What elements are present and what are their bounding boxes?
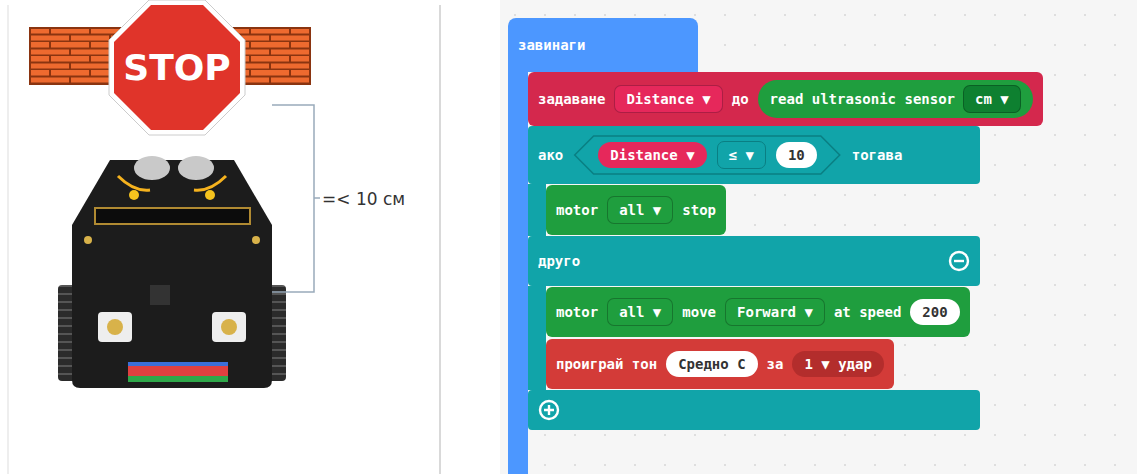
plus-icon [538, 399, 560, 421]
if-row: ако Distance ▼ ≤ ▼ 10 тогава [528, 126, 980, 184]
operator-dropdown: ≤ ▼ [717, 141, 766, 169]
if-row: друго [528, 236, 980, 286]
number-input: 200 [910, 299, 959, 325]
forever-arm [508, 72, 528, 474]
block-text: до [732, 91, 749, 107]
block-text: 10 [788, 147, 805, 163]
block-text: Средно C [678, 356, 745, 372]
variable-dropdown: Distance ▼ [614, 85, 722, 113]
if-body: motor all ▼ move Forward ▼ at speed 200 проигр… [528, 286, 980, 390]
block-text: motor [556, 202, 598, 218]
motor-dropdown: all ▼ [607, 196, 673, 224]
motor-stop-block: motor all ▼ stop [546, 185, 726, 235]
block-text: 200 [922, 304, 947, 320]
block-text: read ultrasonic sensor [770, 91, 955, 107]
block-text: Distance ▼ [626, 91, 710, 107]
variable-dropdown: Distance ▼ [598, 142, 706, 168]
minus-icon [948, 250, 970, 272]
block-text: задаване [538, 91, 605, 107]
block-text: 1 ▼ удар [804, 356, 871, 372]
block-text: тогава [852, 147, 903, 163]
block-text: за [767, 356, 784, 372]
forever-body: задаванеDistance ▼доread ultrasonic sens… [508, 72, 1043, 474]
if-arm [528, 286, 546, 390]
block-text: motor [556, 304, 598, 320]
robot-illustration [0, 0, 500, 474]
block-text: ако [538, 147, 563, 163]
block-text: STOP [123, 47, 230, 88]
forever-block: завинагизадаванеDistance ▼доread ultraso… [508, 18, 1043, 474]
if-slot: motor all ▼ stop [546, 184, 726, 236]
motor-move-block: motor all ▼ move Forward ▼ at speed 200 [546, 287, 970, 337]
block-text: all ▼ [619, 304, 661, 320]
if-body: motor all ▼ stop [528, 184, 980, 236]
block-text: all ▼ [619, 202, 661, 218]
set-block: задаване Distance ▼ до read ultrasonic sens… [528, 72, 1043, 126]
block-text: Distance ▼ [610, 147, 694, 163]
distance-label: =< 10 см [322, 189, 405, 209]
if-arm [528, 184, 546, 236]
stop-sign: STOP [110, 0, 244, 134]
sensor-reporter: read ultrasonic sensor cm ▼ [758, 80, 1033, 118]
block-text: Forward ▼ [737, 304, 813, 320]
block-text: cm ▼ [975, 91, 1009, 107]
forever-header: завинаги [508, 18, 698, 72]
distance-text: =< 10 см [322, 189, 405, 209]
number-input: 10 [776, 142, 817, 168]
motor-dropdown: all ▼ [607, 298, 673, 326]
block-text: проиграй тон [556, 356, 657, 372]
block-text: stop [682, 202, 716, 218]
block-text: друго [538, 253, 580, 269]
block-text: ≤ ▼ [729, 147, 754, 163]
block-text: at speed [834, 304, 901, 320]
direction-dropdown: Forward ▼ [725, 298, 825, 326]
beat-dropdown: 1 ▼ удар [792, 351, 883, 377]
note-input: Средно C [666, 351, 757, 377]
play-tone-block: проиграй тон Средно C за 1 ▼ удар [546, 339, 894, 389]
block-text: move [682, 304, 716, 320]
unit-dropdown: cm ▼ [963, 85, 1021, 113]
if-slot: motor all ▼ move Forward ▼ at speed 200 проигр… [546, 286, 970, 390]
condition-hexagon: Distance ▼ ≤ ▼ 10 [572, 135, 842, 175]
forever-content: задаванеDistance ▼доread ultrasonic sens… [528, 72, 1043, 474]
block-text: завинаги [518, 37, 585, 53]
if-else-block: ако Distance ▼ ≤ ▼ 10 тогава motor all ▼ stop др… [528, 126, 980, 430]
if-row [528, 390, 980, 430]
